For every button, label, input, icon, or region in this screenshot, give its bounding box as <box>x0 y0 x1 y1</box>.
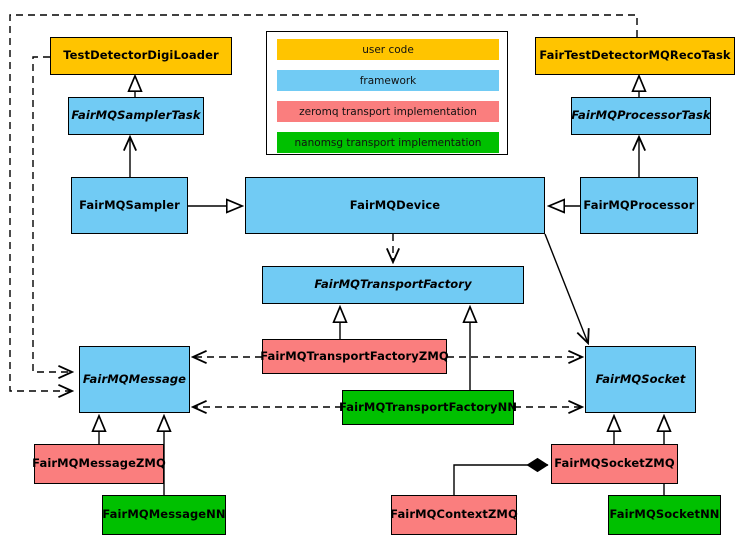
legend-item-framework: framework <box>277 70 499 91</box>
class-box-fairmq-processor[interactable]: FairMQProcessor <box>580 177 698 234</box>
legend-label-nanomsg: nanomsg transport implementation <box>294 136 482 149</box>
class-box-fairmq-socket-nn[interactable]: FairMQSocketNN <box>608 495 721 535</box>
class-box-label: FairMQMessage <box>82 371 187 386</box>
class-box-fairmq-transport-factory[interactable]: FairMQTransportFactory <box>262 266 524 304</box>
legend-label-zeromq: zeromq transport implementation <box>299 105 477 118</box>
class-box-label: FairMQTransportFactoryNN <box>338 399 518 414</box>
class-box-fairmq-message[interactable]: FairMQMessage <box>79 346 190 413</box>
legend-panel: user code framework zeromq transport imp… <box>266 31 508 155</box>
class-box-label: FairMQDevice <box>349 197 441 212</box>
class-box-label: FairMQContextZMQ <box>390 507 518 522</box>
class-box-fairmq-context-zmq[interactable]: FairMQContextZMQ <box>390 495 518 535</box>
class-box-label: FairMQMessageZMQ <box>32 456 166 471</box>
class-box-fairmq-transport-factory-nn[interactable]: FairMQTransportFactoryNN <box>338 390 518 425</box>
class-box-label: FairTestDetectorMQRecoTask <box>539 48 731 63</box>
class-box-fairmq-socket[interactable]: FairMQSocket <box>585 346 696 413</box>
legend-label-user-code: user code <box>362 43 414 56</box>
class-box-label: FairMQProcessorTask <box>571 108 711 123</box>
legend-item-nanomsg: nanomsg transport implementation <box>277 132 499 153</box>
class-box-test-detector-digi-loader[interactable]: TestDetectorDigiLoader <box>50 37 232 75</box>
class-box-fairtestdetector-mqrecotask[interactable]: FairTestDetectorMQRecoTask <box>535 37 735 75</box>
legend-label-framework: framework <box>359 74 417 87</box>
class-box-label: FairMQSocketNN <box>609 507 720 522</box>
class-box-fairmq-transport-factory-zmq[interactable]: FairMQTransportFactoryZMQ <box>260 339 449 374</box>
class-box-fairmq-message-nn[interactable]: FairMQMessageNN <box>102 495 226 535</box>
class-box-fairmq-device[interactable]: FairMQDevice <box>245 177 545 234</box>
class-box-fairmq-sampler-task[interactable]: FairMQSamplerTask <box>68 97 204 135</box>
class-box-label: FairMQTransportFactoryZMQ <box>260 348 449 363</box>
class-box-fairmq-processor-task[interactable]: FairMQProcessorTask <box>571 97 711 135</box>
class-box-fairmq-sampler[interactable]: FairMQSampler <box>71 177 188 234</box>
class-box-label: FairMQSocket <box>595 371 686 386</box>
class-box-fairmq-message-zmq[interactable]: FairMQMessageZMQ <box>32 444 166 484</box>
legend-item-user-code: user code <box>277 39 499 60</box>
class-box-fairmq-socket-zmq[interactable]: FairMQSocketZMQ <box>551 444 678 484</box>
class-box-label: FairMQMessageNN <box>102 507 226 522</box>
class-box-label: FairMQSampler <box>79 197 180 212</box>
legend-item-zeromq: zeromq transport implementation <box>277 101 499 122</box>
class-box-label: FairMQProcessor <box>583 197 695 212</box>
class-box-label: FairMQTransportFactory <box>314 277 472 292</box>
class-box-label: FairMQSamplerTask <box>71 108 201 123</box>
class-box-label: FairMQSocketZMQ <box>554 456 675 471</box>
class-box-label: TestDetectorDigiLoader <box>63 48 219 63</box>
